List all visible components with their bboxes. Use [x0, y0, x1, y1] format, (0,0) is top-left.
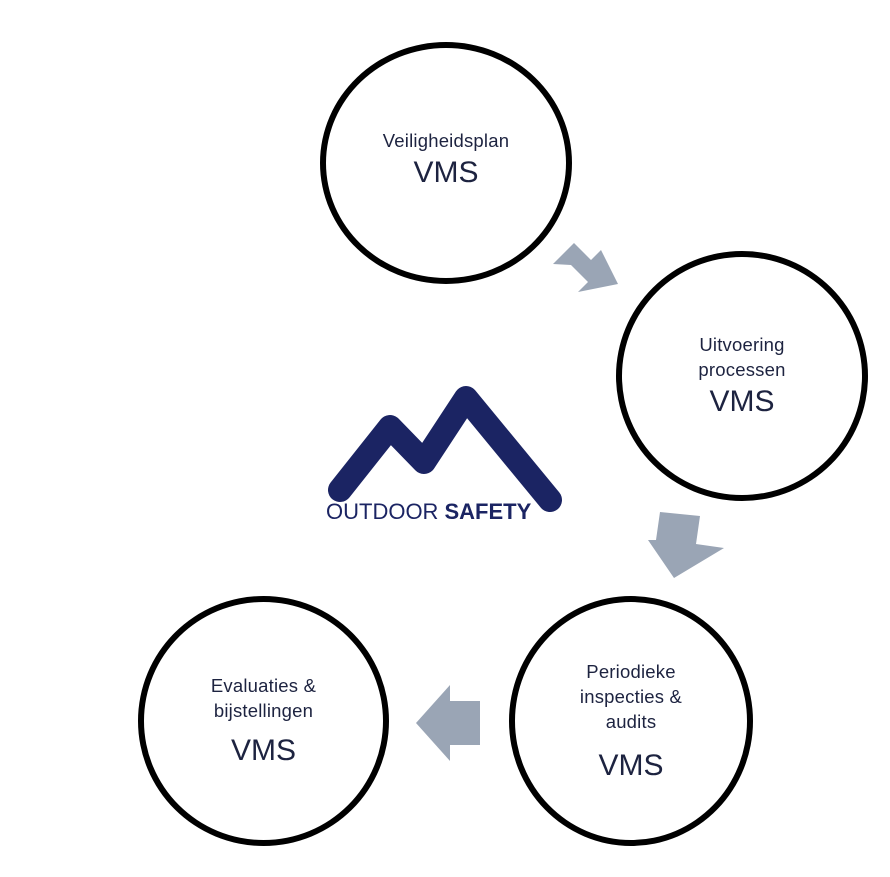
logo-word-safety: SAFETY: [444, 499, 531, 524]
step-label-line: inspecties &: [579, 685, 683, 707]
arrow-left-icon: [416, 685, 480, 761]
step-label-line: audits: [605, 710, 657, 732]
step-vms-tag: VMS: [598, 748, 664, 782]
step-label-line: processen: [698, 359, 786, 380]
logo-word-outdoor: OUTDOOR: [326, 499, 438, 524]
step-vms-tag: VMS: [230, 734, 296, 767]
step-label-line: Evaluaties &: [210, 675, 317, 696]
step-uitvoering-circle: Uitvoering processen VMS: [616, 251, 868, 501]
step-vms-tag: VMS: [413, 155, 479, 189]
step-evaluaties-circle: Evaluaties & bijstellingen VMS: [138, 596, 389, 846]
step-label-line: Uitvoering: [699, 334, 785, 355]
arrow-down-right-icon: [553, 243, 618, 292]
step-vms-tag: VMS: [709, 385, 775, 418]
step-veiligheidsplan-circle: Veiligheidsplan VMS: [320, 42, 572, 284]
step-label-line: Veiligheidsplan: [382, 129, 510, 151]
step-label-line: bijstellingen: [213, 700, 314, 721]
arrow-down-icon: [648, 512, 724, 578]
step-inspecties-circle: Periodieke inspecties & audits VMS: [509, 596, 753, 846]
step-label-line: Periodieke: [586, 660, 676, 682]
